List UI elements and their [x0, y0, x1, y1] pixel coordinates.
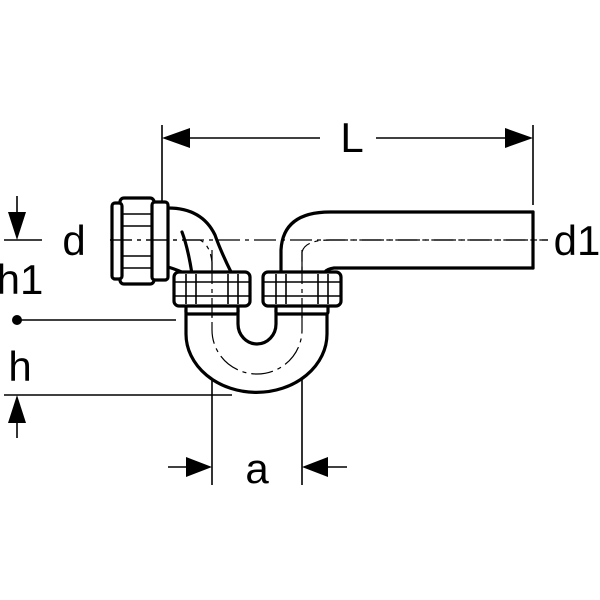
arrow-l-left-icon — [162, 128, 190, 148]
label-d: d — [62, 217, 85, 264]
label-d1: d1 — [554, 217, 600, 264]
outlet-pipe — [279, 210, 548, 276]
inlet-nut-collar — [150, 200, 170, 282]
dimension-l: L — [161, 114, 534, 205]
union-nut-left — [172, 262, 252, 318]
arrow-h1-down-icon — [8, 212, 26, 240]
u-bend-outer — [184, 308, 329, 395]
outlet-pipe-bottom-edge — [323, 266, 535, 276]
inlet-nut-ring — [110, 201, 124, 281]
label-h: h — [8, 343, 31, 390]
u-bend-centerline — [211, 250, 303, 375]
label-h1: h1 — [0, 256, 43, 303]
arrow-a-right-icon — [302, 457, 328, 477]
arrow-h-up-icon — [8, 395, 26, 423]
outlet-pipe-centerline — [301, 239, 548, 262]
inlet-elbow-inner-edge — [180, 230, 194, 276]
arrow-l-right-icon — [505, 128, 533, 148]
union-nut-right — [261, 262, 343, 318]
inlet-nut — [110, 196, 170, 286]
inlet-elbow-top-edge — [166, 206, 234, 276]
dimension-h1-h: h1 h — [0, 196, 232, 438]
label-l: L — [340, 114, 363, 161]
u-bend-inner — [236, 308, 278, 346]
outlet-pipe-top-edge — [279, 210, 535, 276]
label-a: a — [245, 445, 269, 492]
arrow-a-left-icon — [186, 457, 212, 477]
inlet-nut-body — [118, 196, 156, 286]
